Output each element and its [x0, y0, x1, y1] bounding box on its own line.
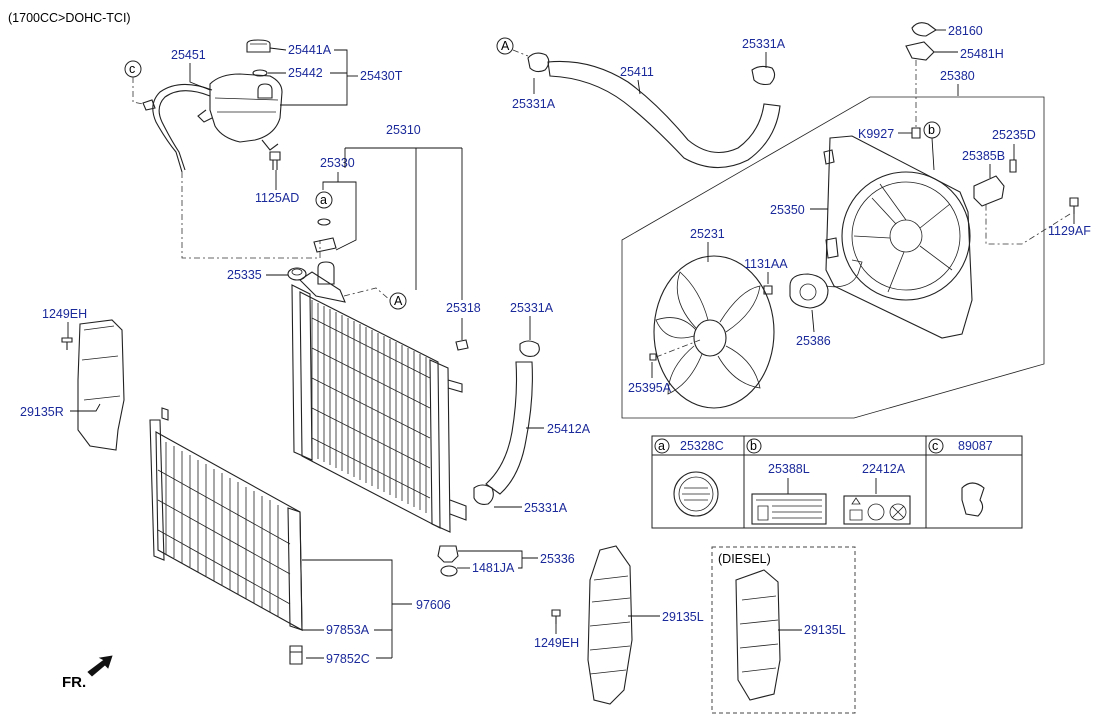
callout-a-letter-cap: a — [320, 193, 327, 207]
label-25451: 25451 — [171, 48, 206, 62]
lower-hose-drawing — [485, 361, 533, 495]
callout-A-circle-radiator — [389, 292, 407, 310]
callout-b-letter-shroud: b — [928, 123, 935, 137]
warning-sticker-round-icon — [673, 471, 719, 517]
label-29135L: 29135L — [662, 610, 704, 624]
label-28160: 28160 — [948, 24, 983, 38]
fan-blade-drawing — [653, 255, 775, 409]
label-25481H: 25481H — [960, 47, 1004, 61]
front-direction-marker: FR. — [62, 674, 86, 691]
label-25385B: 25385B — [962, 149, 1005, 163]
legend-c-letter: c — [932, 439, 938, 453]
fan-assembly-outline — [621, 96, 1045, 419]
warning-label-rect-icon — [751, 493, 827, 525]
fan-shroud-drawing — [823, 135, 973, 339]
condenser-drawing — [149, 407, 303, 631]
label-25441A: 25441A — [288, 43, 332, 57]
label-1125AD: 1125AD — [255, 191, 299, 205]
hose-clamp-mid-drawing — [519, 340, 540, 357]
legend-b-part1: 25388L — [768, 462, 810, 476]
label-K9927: K9927 — [858, 127, 894, 141]
label-1249EH-bottom: 1249EH — [534, 636, 579, 650]
legend-a-part: 25328C — [680, 439, 724, 453]
diesel-box-title: (DIESEL) — [718, 552, 771, 566]
legend-b-part2: 22412A — [862, 462, 906, 476]
label-25330: 25330 — [320, 156, 355, 170]
label-1481JA: 1481JA — [472, 561, 515, 575]
label-25231: 25231 — [690, 227, 725, 241]
air-guard-right-drawing — [77, 319, 125, 451]
label-97853A: 97853A — [326, 623, 370, 637]
hose-clamp-low-drawing — [473, 484, 494, 505]
label-25235D: 25235D — [992, 128, 1036, 142]
label-25318: 25318 — [446, 301, 481, 315]
label-1129AF: 1129AF — [1048, 224, 1091, 238]
label-1249EH-left: 1249EH — [42, 307, 87, 321]
front-arrow-icon — [87, 655, 113, 677]
reservoir-cap-drawing — [246, 39, 271, 53]
label-25331A-mid: 25331A — [510, 301, 554, 315]
label-25412A: 25412A — [547, 422, 591, 436]
clip-icon — [961, 482, 985, 517]
fan-motor-drawing — [789, 273, 829, 309]
label-97606: 97606 — [416, 598, 451, 612]
mount-bracket-drawing — [437, 545, 459, 563]
caution-label-icon — [843, 495, 911, 525]
reservoir-tank-group — [142, 39, 283, 173]
label-25411: 25411 — [620, 65, 654, 79]
label-25386: 25386 — [796, 334, 831, 348]
label-25331A-top-left: 25331A — [512, 97, 556, 111]
hose-clamp-top-left-drawing — [527, 52, 550, 73]
label-25310: 25310 — [386, 123, 421, 137]
air-guard-diesel-drawing — [735, 569, 781, 701]
hose-clamp-top-right-drawing — [751, 65, 776, 86]
label-25395A: 25395A — [628, 381, 672, 395]
label-25380: 25380 — [940, 69, 975, 83]
legend-c-part: 89087 — [958, 439, 993, 453]
label-25350: 25350 — [770, 203, 805, 217]
bracket-25481H-drawing — [905, 41, 935, 61]
resistor-drawing — [973, 175, 1005, 207]
callout-A-letter-hose: A — [501, 39, 510, 53]
callout-a-circle-cap — [315, 191, 333, 209]
callout-c-letter: c — [129, 62, 135, 76]
diesel-variant-box — [711, 546, 856, 714]
label-25331A-top-right: 25331A — [742, 37, 786, 51]
overflow-hose-drawing — [152, 83, 213, 173]
radiator-drawing — [291, 271, 467, 533]
cap-28160-drawing — [911, 22, 937, 37]
label-25442: 25442 — [288, 66, 323, 80]
insulator-drawing — [440, 565, 458, 577]
label-25331A-low: 25331A — [524, 501, 568, 515]
label-1131AA: 1131AA — [744, 257, 788, 271]
reservoir-tank-drawing — [209, 73, 283, 143]
air-guard-left-drawing — [587, 545, 633, 705]
legend-table: a 25328C b c 89087 25388L 22412A — [651, 435, 1023, 529]
upper-hose-drawing — [547, 60, 781, 169]
engine-spec-title: (1700CC>DOHC-TCI) — [8, 11, 131, 25]
callout-A-circle-hose — [496, 37, 514, 55]
label-97852C: 97852C — [326, 652, 370, 666]
label-29135L-diesel: 29135L — [804, 623, 846, 637]
radiator-cap-drawing — [317, 261, 335, 285]
label-25335: 25335 — [227, 268, 262, 282]
label-25430T: 25430T — [360, 69, 403, 83]
legend-a-letter: a — [658, 439, 665, 453]
legend-b-letter: b — [750, 439, 757, 453]
callout-A-letter-radiator: A — [394, 294, 403, 308]
label-25336: 25336 — [540, 552, 575, 566]
label-29135R: 29135R — [20, 405, 64, 419]
reservoir-seal-drawing — [252, 69, 268, 77]
